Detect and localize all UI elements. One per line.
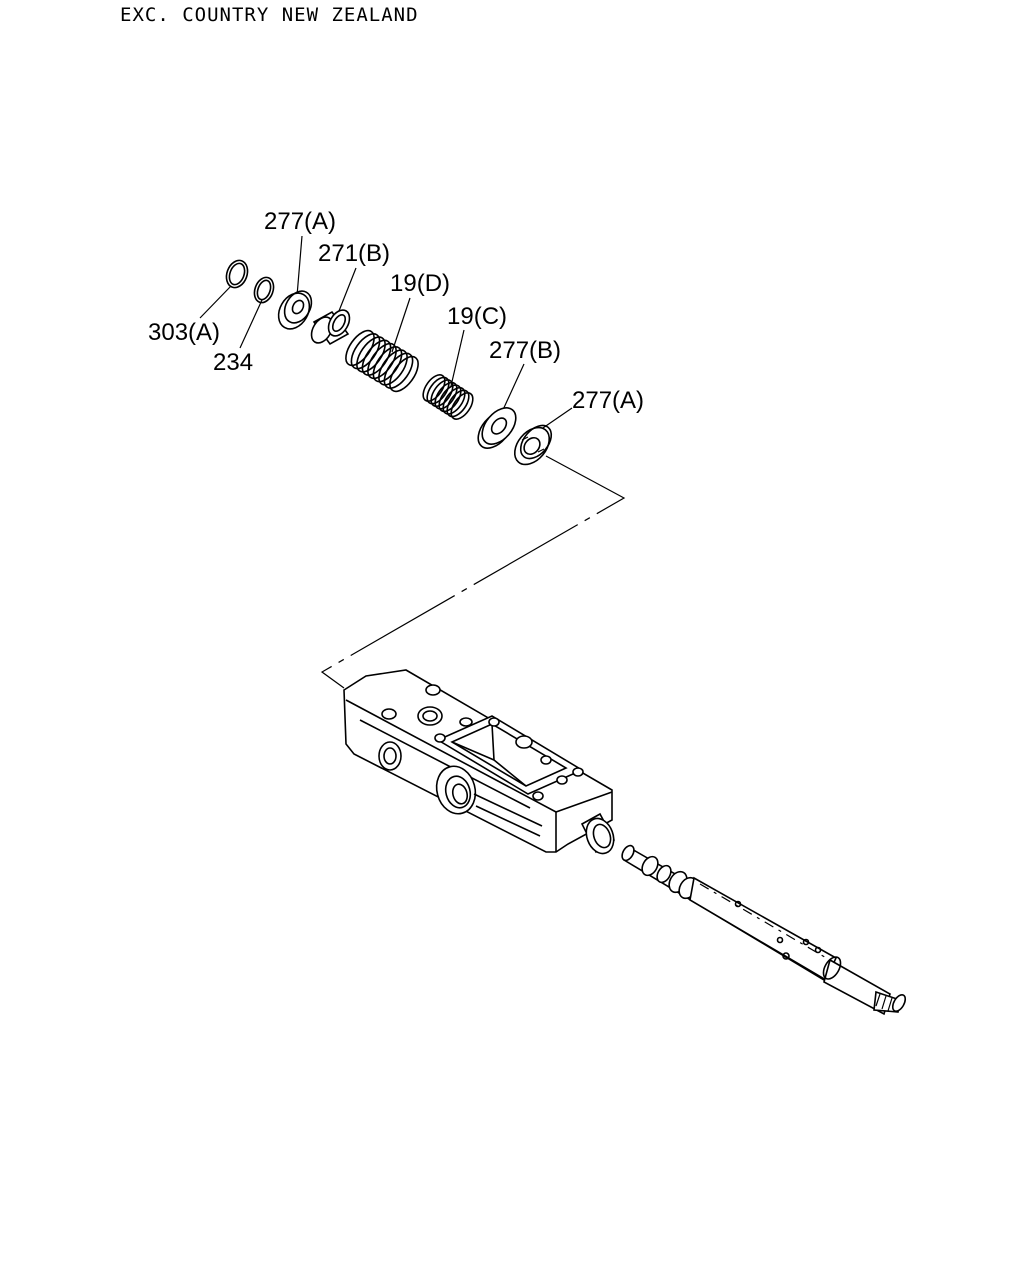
spool	[621, 844, 907, 1016]
spring-coil	[442, 386, 466, 415]
spring-coil	[446, 389, 470, 418]
callout-277b: 277(B)	[489, 337, 561, 364]
spring-coil	[345, 329, 375, 367]
spring-coil	[356, 336, 386, 373]
spring-coil	[438, 384, 462, 413]
spring-coil	[430, 379, 454, 408]
spring-coil	[361, 339, 392, 376]
spring-19c	[422, 374, 474, 420]
valve-body	[343, 669, 616, 855]
callout-234: 234	[213, 349, 253, 376]
sleeve-271b	[310, 309, 351, 346]
spring-coil	[350, 333, 381, 370]
spring-coil	[378, 349, 408, 386]
assembly-chain-line	[320, 455, 626, 689]
spring-coil	[450, 392, 474, 420]
spring-coil	[434, 381, 458, 410]
callout-303a: 303(A)	[148, 319, 220, 346]
callout-271b: 271(B)	[318, 240, 390, 267]
spring-19d	[345, 329, 419, 393]
callout-19c: 19(C)	[447, 303, 507, 330]
applicability-note: EXC. COUNTRY NEW ZEALAND	[120, 4, 419, 26]
snap-ring-234	[253, 276, 275, 304]
spring-coil	[383, 352, 414, 389]
snap-ring-303a	[225, 259, 249, 289]
retainer-277a-top	[277, 290, 313, 330]
callout-19d: 19(D)	[390, 270, 450, 297]
spring-coil	[367, 342, 397, 380]
spring-coil	[372, 346, 403, 383]
retainer-277a-right	[513, 424, 553, 466]
spring-coil	[422, 374, 446, 402]
callout-277a-top: 277(A)	[264, 208, 336, 235]
spring-coil	[426, 376, 450, 405]
washer-277b	[477, 407, 517, 449]
callout-277a-right: 277(A)	[572, 387, 644, 414]
spring-coil	[389, 355, 419, 393]
